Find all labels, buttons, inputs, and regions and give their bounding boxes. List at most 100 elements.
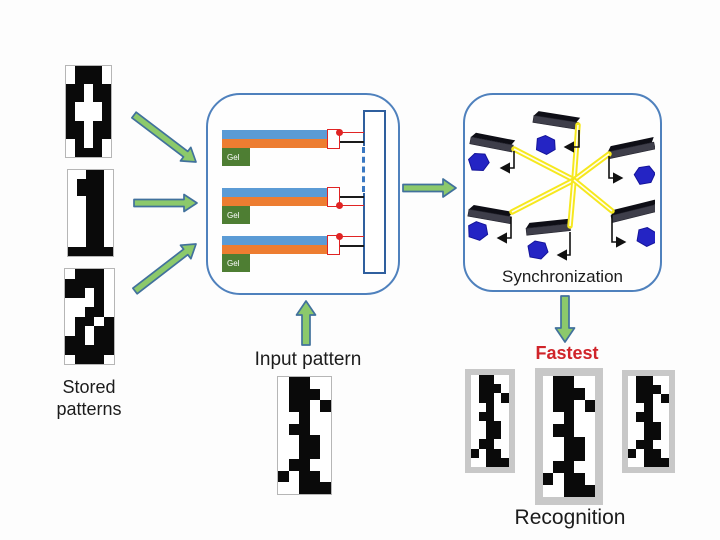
pattern-cell bbox=[644, 403, 653, 413]
dashed-connection-line bbox=[362, 147, 365, 192]
pattern-cell bbox=[584, 484, 595, 497]
stored-pattern-digit-1 bbox=[67, 169, 114, 257]
pattern-cell bbox=[278, 470, 289, 483]
pattern-cell bbox=[86, 247, 95, 256]
coupling-line-core-1 bbox=[513, 148, 575, 181]
pattern-cell bbox=[574, 436, 585, 449]
pattern-cell bbox=[95, 213, 104, 222]
pattern-cell bbox=[574, 448, 585, 461]
pattern-cell bbox=[660, 457, 669, 467]
pattern-cell bbox=[501, 393, 509, 403]
pattern-cell bbox=[66, 84, 75, 94]
pattern-cell bbox=[563, 400, 575, 413]
pattern-cell bbox=[652, 421, 661, 431]
signal-wire-black-1 bbox=[340, 195, 364, 198]
pattern-cell bbox=[104, 316, 114, 326]
pattern-cell bbox=[84, 278, 95, 288]
sense-wire-red-1 bbox=[339, 204, 364, 207]
pattern-cell bbox=[84, 269, 95, 279]
oscillator-beam-3 bbox=[467, 205, 514, 224]
pattern-cell bbox=[84, 345, 95, 355]
pattern-cell bbox=[74, 345, 85, 355]
sense-wire-red-0 bbox=[339, 131, 364, 134]
cantilever-beam-top-2 bbox=[222, 236, 328, 245]
pattern-cell bbox=[299, 412, 310, 424]
pattern-cell bbox=[563, 460, 575, 473]
pattern-cell bbox=[94, 288, 105, 298]
pattern-cell bbox=[471, 448, 479, 458]
input-pattern-digit bbox=[277, 376, 332, 495]
stored-patterns-label: Stored patterns bbox=[34, 376, 144, 420]
motion-arrow-3 bbox=[496, 217, 512, 244]
pattern-cell bbox=[104, 326, 114, 336]
pattern-cell bbox=[86, 213, 95, 222]
coupling-line-core-5 bbox=[573, 179, 613, 212]
pattern-cell bbox=[102, 111, 111, 121]
pattern-cell bbox=[77, 187, 86, 196]
pattern-cell bbox=[86, 204, 95, 213]
pattern-cell bbox=[84, 66, 93, 76]
pattern-cell bbox=[75, 138, 84, 148]
pattern-cell bbox=[563, 484, 575, 497]
recognition-digit-right bbox=[628, 376, 669, 467]
pattern-cell bbox=[309, 447, 321, 459]
pattern-cell bbox=[660, 394, 669, 404]
pattern-cell bbox=[74, 354, 85, 364]
pattern-cell bbox=[102, 102, 111, 112]
pattern-cell bbox=[95, 247, 104, 256]
pattern-cell bbox=[86, 195, 95, 205]
pattern-cell bbox=[486, 439, 494, 449]
pattern-cell bbox=[84, 316, 95, 326]
pattern-cell bbox=[493, 420, 502, 431]
fastest-label: Fastest bbox=[535, 343, 599, 363]
pattern-cell bbox=[299, 423, 310, 436]
pattern-cell bbox=[84, 307, 95, 317]
pattern-cell bbox=[93, 138, 102, 148]
arrow-array-to-sync bbox=[402, 178, 457, 198]
pattern-cell bbox=[644, 376, 653, 386]
motion-arrow-1 bbox=[563, 130, 580, 153]
pattern-cell bbox=[68, 247, 77, 256]
pattern-cell bbox=[94, 326, 105, 336]
synchronization-panel: Synchronization bbox=[463, 93, 662, 292]
gel-blob-2 bbox=[633, 165, 655, 185]
gel-pad-2: Gel bbox=[222, 254, 250, 272]
pattern-cell bbox=[74, 278, 85, 288]
pattern-cell bbox=[652, 385, 661, 395]
pattern-cell bbox=[86, 178, 95, 188]
pattern-cell bbox=[102, 93, 111, 103]
pattern-cell bbox=[486, 430, 494, 440]
pattern-cell bbox=[628, 448, 637, 458]
pattern-cell bbox=[94, 297, 105, 307]
pattern-cell bbox=[102, 84, 111, 94]
recognition-label: Recognition bbox=[514, 506, 626, 529]
pattern-cell bbox=[86, 221, 95, 231]
pattern-cell bbox=[93, 147, 102, 157]
gel-blob-3 bbox=[468, 221, 489, 241]
pattern-cell bbox=[86, 170, 95, 179]
pattern-cell bbox=[299, 400, 310, 413]
pattern-cell bbox=[288, 458, 300, 471]
coupling-line-core-0 bbox=[573, 124, 579, 181]
pattern-cell bbox=[486, 448, 494, 458]
pattern-cell bbox=[299, 447, 310, 459]
motion-arrow-4 bbox=[556, 232, 571, 261]
pattern-cell bbox=[299, 388, 310, 401]
pattern-cell bbox=[486, 411, 494, 421]
pattern-cell bbox=[493, 384, 502, 394]
arrow-stored-2-to-array bbox=[132, 243, 197, 295]
pattern-cell bbox=[652, 448, 661, 458]
motion-arrow-2 bbox=[608, 156, 624, 184]
pattern-cell bbox=[93, 66, 102, 76]
contact-dot-0 bbox=[335, 128, 343, 136]
pattern-cell bbox=[94, 335, 105, 345]
pattern-cell bbox=[95, 187, 104, 196]
pattern-cell bbox=[94, 354, 105, 364]
oscillator-network-graphic bbox=[467, 111, 655, 261]
pattern-cell bbox=[95, 195, 104, 205]
pattern-cell bbox=[75, 75, 84, 85]
pattern-cell bbox=[574, 388, 585, 401]
pattern-cell bbox=[66, 111, 75, 121]
pattern-cell bbox=[95, 221, 104, 231]
